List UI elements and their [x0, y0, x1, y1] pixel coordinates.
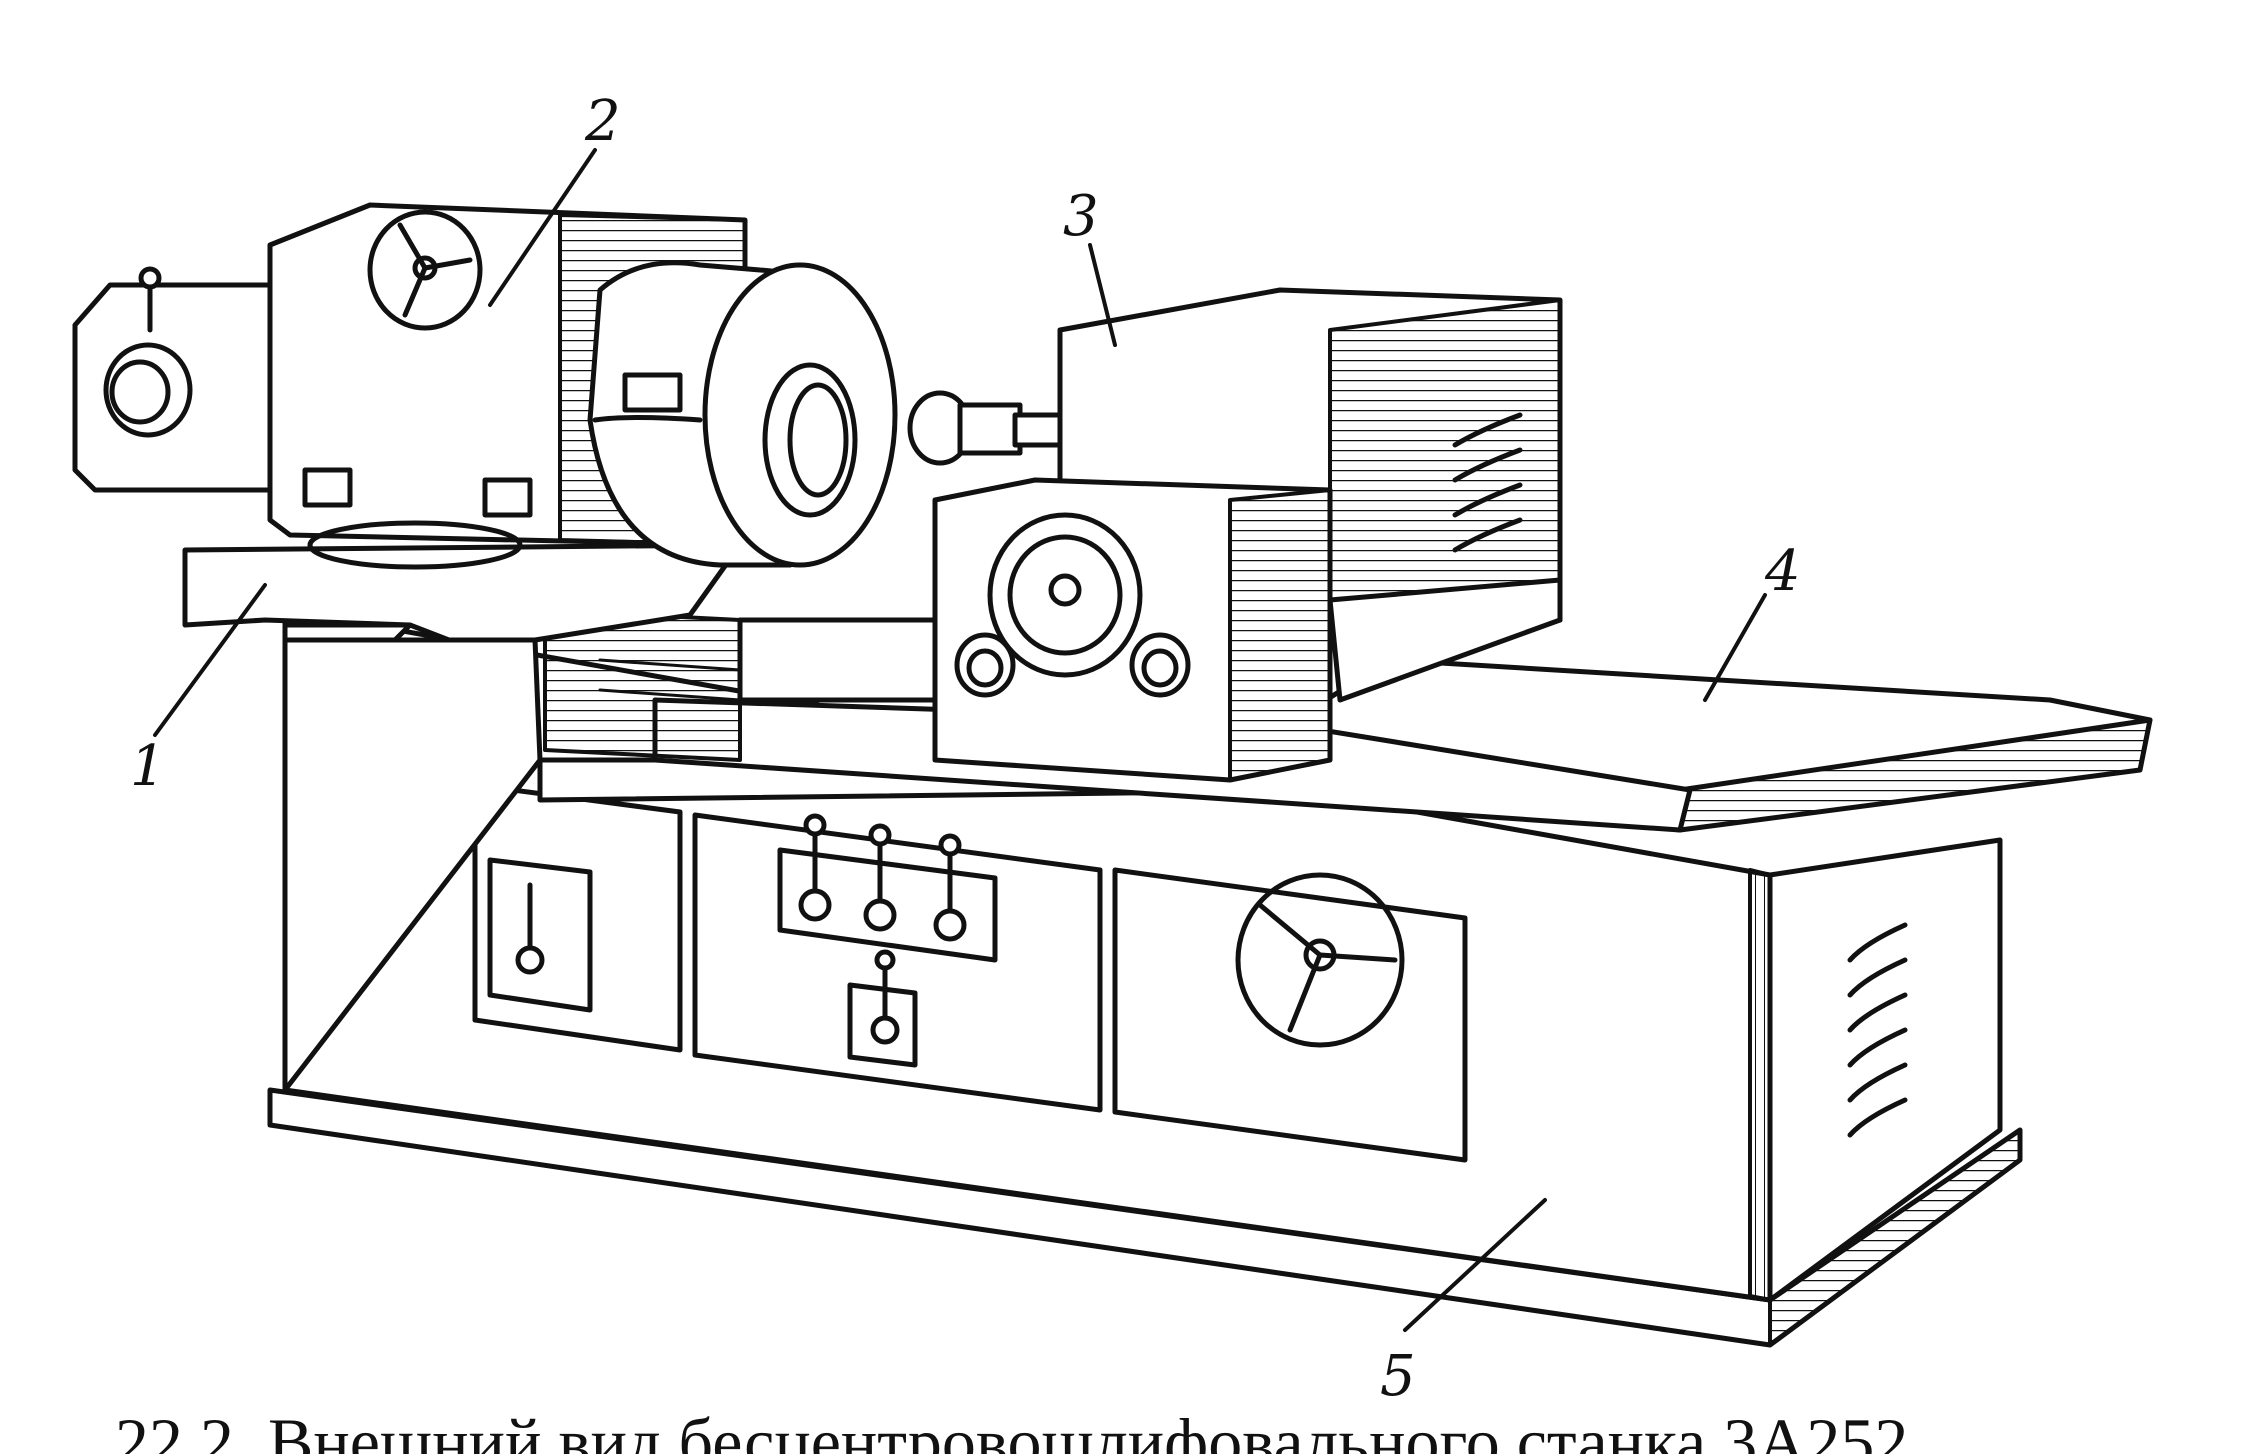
callout-leaders [153, 148, 1767, 1332]
leader-3 [1088, 243, 1117, 347]
callout-4: 4 [1764, 539, 1801, 604]
wheel-guard [587, 260, 898, 568]
table-handwheel-icon [1235, 872, 1405, 1048]
callout-labels: 1 2 3 4 5 [130, 89, 1801, 1409]
lever-group [798, 813, 967, 942]
base-vent-slots [1847, 922, 1908, 1138]
spindle-icon [907, 390, 1068, 466]
leader-1 [153, 583, 267, 737]
callout-1: 1 [130, 734, 166, 799]
callout-3: 3 [1063, 184, 1099, 249]
head-window-right [482, 477, 533, 518]
center-panel-door [692, 812, 1103, 1113]
motor-knob-icon [103, 266, 193, 438]
head-handwheel-icon [367, 209, 483, 331]
callout-5: 5 [1380, 1344, 1416, 1409]
leader-4 [1703, 593, 1767, 702]
regulating-head [932, 287, 1563, 783]
head3-dial-icon [954, 512, 1191, 698]
left-switch-plate [487, 857, 593, 1013]
leader-5 [1403, 1198, 1547, 1332]
head3-vent-slots [1452, 412, 1523, 553]
callout-2: 2 [584, 89, 621, 154]
leader-2 [488, 148, 597, 307]
grinding-head [72, 202, 1068, 1093]
head-window-left [302, 467, 353, 508]
right-panel-door [1112, 867, 1468, 1163]
figure-caption: 22.2. Внешний вид бесцентровошлифовально… [115, 1408, 1909, 1454]
